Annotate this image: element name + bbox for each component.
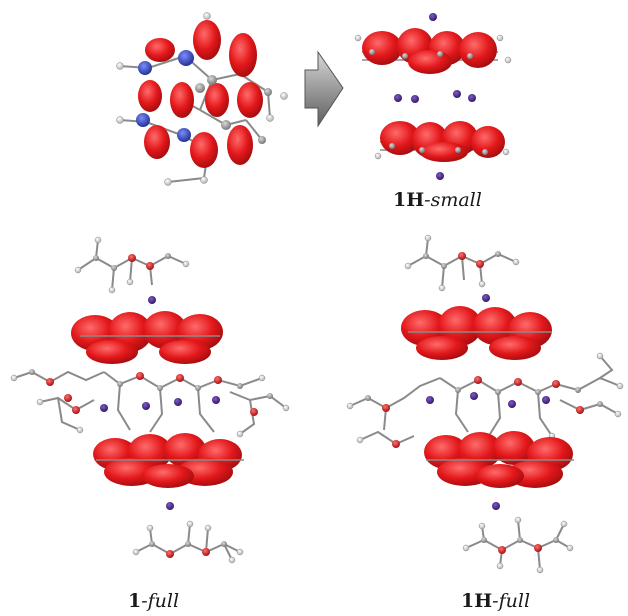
label-1-full-bold: 1 <box>128 590 142 612</box>
molecule-1h-full <box>346 234 624 574</box>
label-1-full: 1-full <box>128 590 179 612</box>
molecule-1h-small <box>354 13 512 180</box>
molecule-top-left <box>116 12 288 186</box>
label-1h-full-bold: 1H <box>461 590 493 612</box>
right-arrow-icon <box>304 50 344 128</box>
label-1h-small-rest: -small <box>424 189 482 211</box>
label-1h-full: 1H-full <box>461 590 530 612</box>
label-1h-full-rest: -full <box>492 590 531 612</box>
label-1h-small: 1H-small <box>393 189 482 211</box>
label-1h-small-bold: 1H <box>393 189 425 211</box>
label-1-full-rest: -full <box>141 590 180 612</box>
molecule-1-full <box>10 236 290 564</box>
